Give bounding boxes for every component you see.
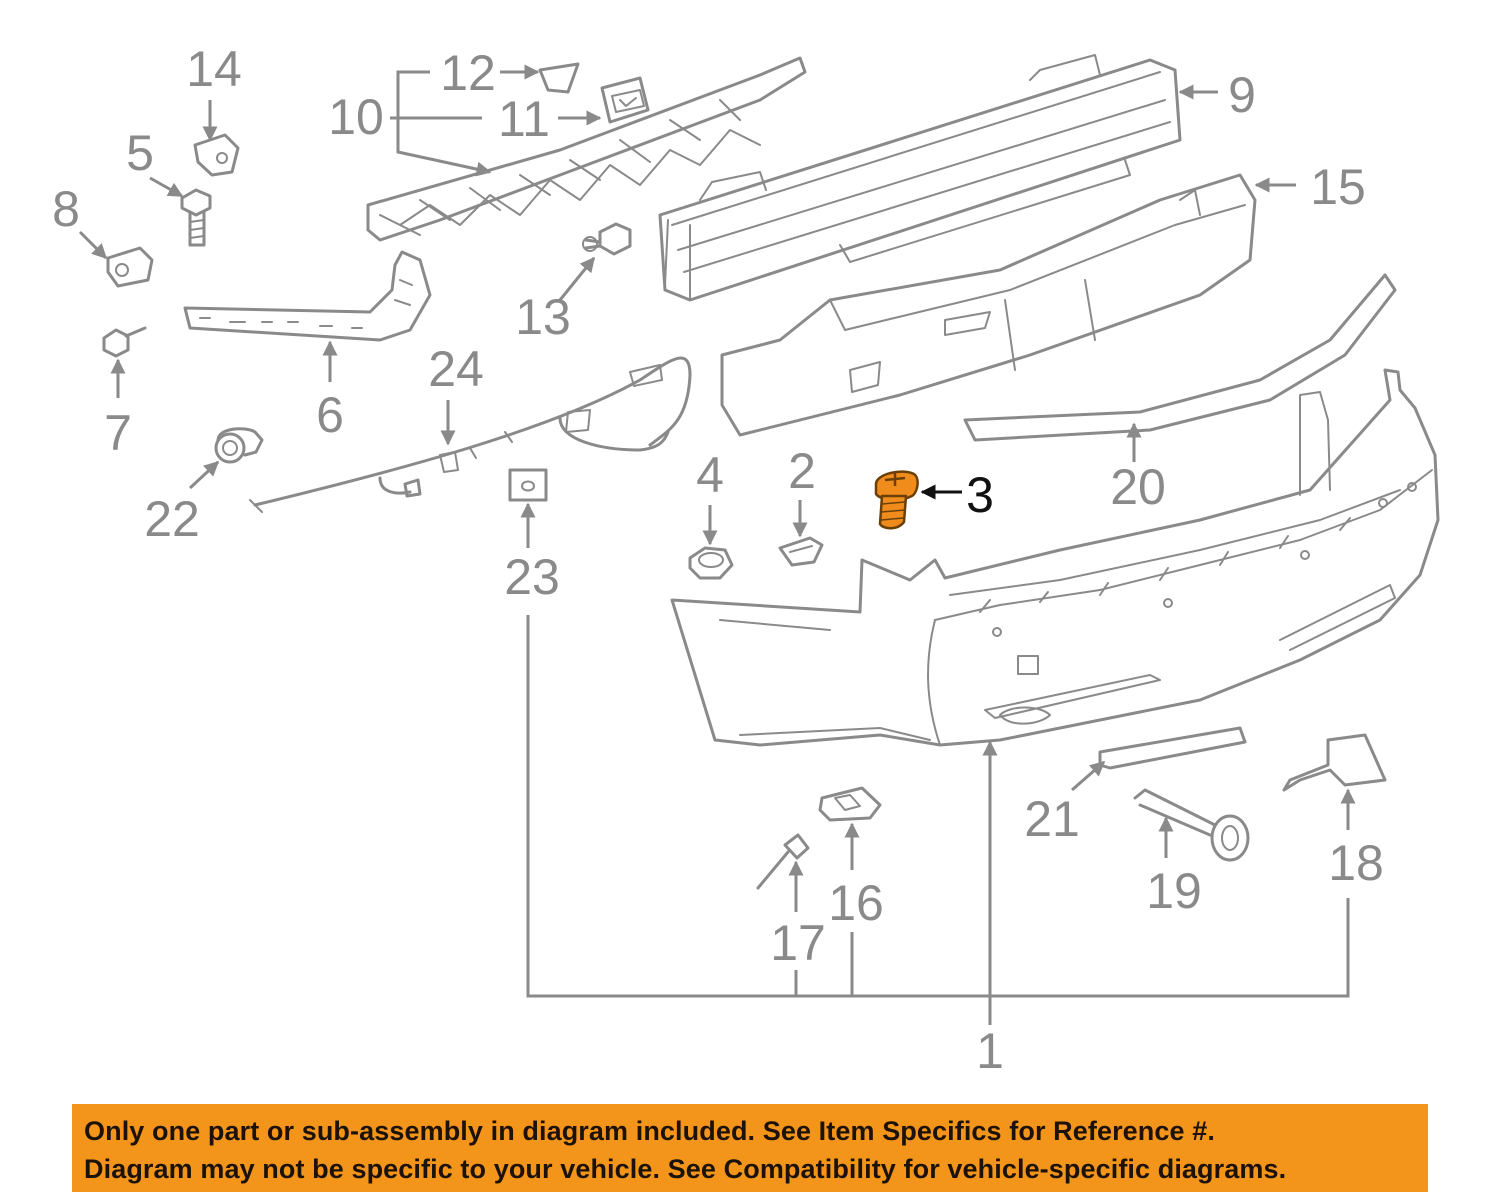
label-10: 10 <box>328 89 384 145</box>
disclaimer-line-1: Only one part or sub-assembly in diagram… <box>84 1116 1215 1146</box>
label-1: 1 <box>976 1023 1004 1079</box>
part-10-support-bracket <box>366 56 807 242</box>
part-7-bolt <box>102 326 147 358</box>
part-8-retainer <box>106 246 154 288</box>
label-20: 20 <box>1110 459 1166 515</box>
label-12: 12 <box>440 45 496 101</box>
part-19-tow-eye <box>1133 788 1250 862</box>
label-11: 11 <box>498 91 550 147</box>
label-17: 17 <box>770 915 826 971</box>
label-7: 7 <box>104 405 132 461</box>
part-16-clip <box>818 786 882 822</box>
label-18: 18 <box>1328 835 1384 891</box>
label-19: 19 <box>1146 863 1202 919</box>
label-23: 23 <box>504 549 560 605</box>
part-14-bracket <box>193 133 240 177</box>
part-1-bumper-cover <box>670 368 1440 747</box>
label-21: 21 <box>1024 791 1080 847</box>
part-9-impact-bar <box>658 54 1182 302</box>
label-22: 22 <box>144 491 200 547</box>
part-18-bracket <box>1282 733 1387 792</box>
part-11-clip <box>600 76 650 124</box>
label-4: 4 <box>696 447 724 503</box>
part-22-sensor <box>214 427 264 464</box>
label-8: 8 <box>52 181 80 237</box>
part-20-molding <box>963 273 1397 442</box>
leader-lines <box>78 64 1356 1025</box>
label-24: 24 <box>428 341 484 397</box>
part-3-screw-highlighted <box>874 470 919 530</box>
reference-numbers: 1 2 3 4 5 6 7 8 9 10 11 12 13 14 15 16 1… <box>52 41 1384 1079</box>
label-6: 6 <box>316 387 344 443</box>
part-17-rivet <box>756 833 810 890</box>
part-4-nut <box>688 546 734 580</box>
disclaimer-line-2: Diagram may not be specific to your vehi… <box>84 1154 1287 1184</box>
part-15-energy-absorber <box>720 173 1257 437</box>
label-9: 9 <box>1228 67 1256 123</box>
label-3: 3 <box>966 467 994 523</box>
disclaimer-banner: Only one part or sub-assembly in diagram… <box>72 1104 1428 1192</box>
part-24-wiring-harness <box>249 356 692 513</box>
part-6-side-bracket <box>183 250 432 342</box>
part-5-bolt <box>180 188 212 247</box>
label-15: 15 <box>1310 159 1366 215</box>
part-21-strip <box>1098 726 1247 770</box>
part-13-bolt <box>582 222 632 256</box>
label-13: 13 <box>515 289 571 345</box>
parts-diagram: 1 2 3 4 5 6 7 8 9 10 11 12 13 14 15 16 1… <box>52 41 1440 1079</box>
part-2-retainer <box>778 536 824 567</box>
part-12-retainer <box>538 62 580 94</box>
label-5: 5 <box>126 125 154 181</box>
part-23-pad <box>508 468 548 502</box>
label-2: 2 <box>788 443 816 499</box>
label-14: 14 <box>186 41 242 97</box>
label-16: 16 <box>828 875 884 931</box>
